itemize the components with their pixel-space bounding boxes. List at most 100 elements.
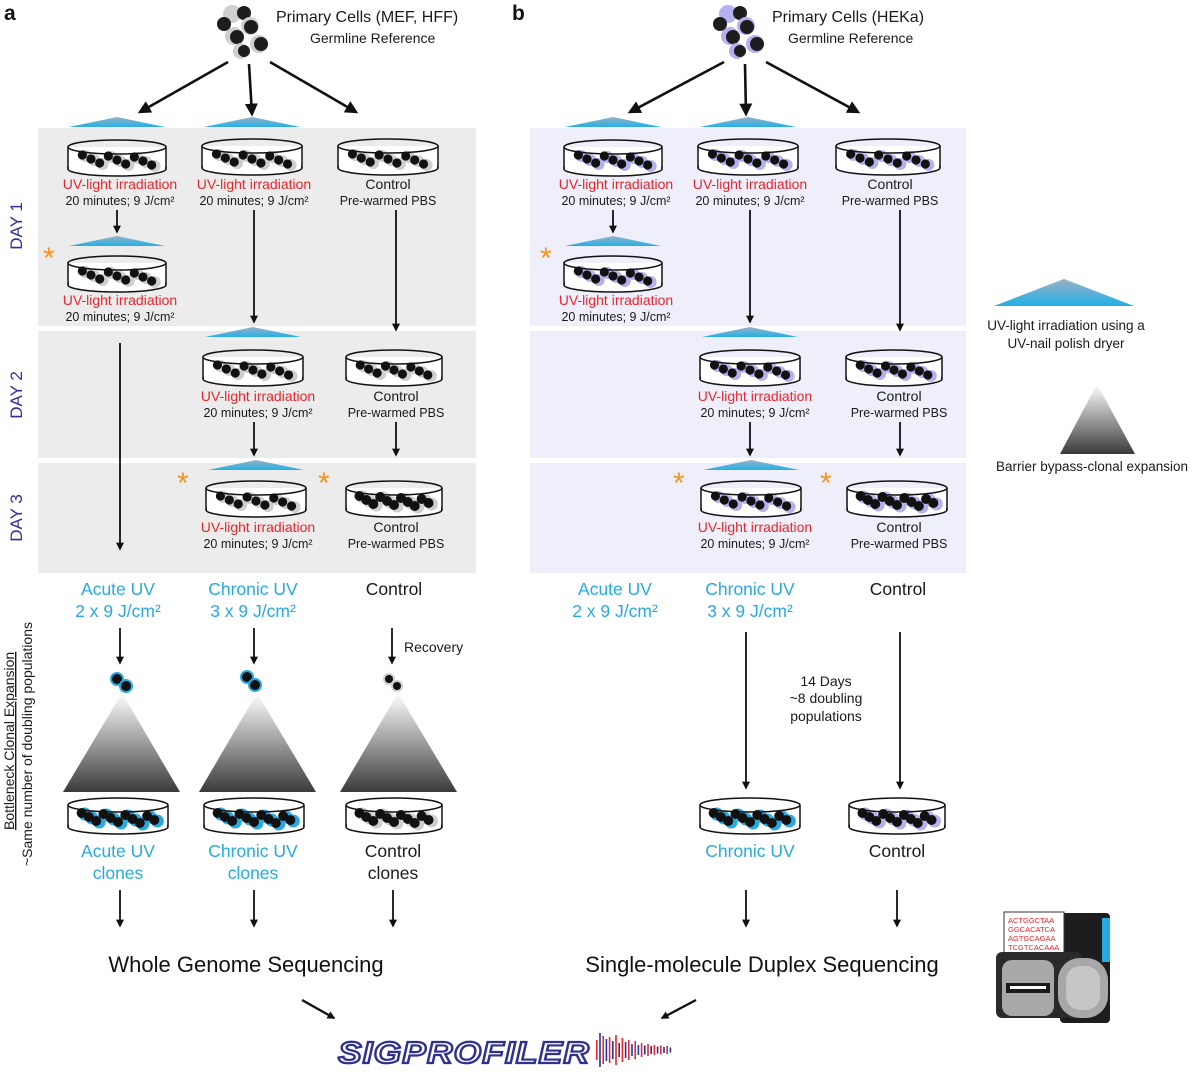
panel-b-day1-star: * (540, 242, 552, 275)
panel-b-letter: b (512, 2, 525, 25)
panel-b-header-subtitle: Germline Reference (788, 30, 913, 46)
sigprofiler-logo-bar (650, 1046, 652, 1054)
panel-a-flow-arrows (113, 210, 400, 551)
panel-a-chronic-d2-lamp (205, 327, 301, 337)
sigprofiler-logo-bar (666, 1046, 668, 1054)
panel-a-chronic-d1-dose: 20 minutes; 9 J/cm² (199, 194, 308, 208)
panel-a-chronic-d2-dish (202, 349, 304, 387)
control-expansion-pyramid (340, 693, 457, 792)
panel-a-day1-star: * (43, 242, 55, 275)
uv-lamps (69, 117, 799, 470)
sigprofiler-logo-bar (608, 1037, 611, 1063)
panel-b-chronic-d3-uv-label: UV-light irradiation (698, 519, 812, 535)
panel-b-chronic-d2-dish (699, 349, 801, 387)
panel-a-chronic-d2-uv-label: UV-light irradiation (201, 388, 315, 404)
panel-a-day3-labels: UV-light irradiation 20 minutes; 9 J/cm²… (201, 519, 444, 551)
panel-a-day3-box (38, 463, 476, 573)
panel-a-acute-d1-lamp (69, 117, 165, 127)
panel-b-chronic-d2-uv-label: UV-light irradiation (698, 388, 812, 404)
panel-b-group-labels: Acute UV 2 x 9 J/cm² Chronic UV 3 x 9 J/… (572, 579, 926, 621)
panel-a-clone-labels: Acute UV clones Chronic UV clones Contro… (81, 841, 421, 883)
chronic-clones-label-2: clones (228, 863, 279, 883)
control-clones-label-1: Control (365, 841, 421, 861)
sigprofiler-logo-bar (621, 1038, 624, 1062)
sequencer-screen-line: TCGTCACAAA (1008, 943, 1059, 952)
panel-a-chronic-d3-uv-label: UV-light irradiation (201, 519, 315, 535)
acute-expansion-pyramid (63, 693, 180, 792)
whole-genome-sequencing-label: Whole Genome Sequencing (108, 952, 383, 977)
legend-uv-line1: UV-light irradiation using a (987, 318, 1145, 333)
panel-a-chronic-d2-dose: 20 minutes; 9 J/cm² (203, 406, 312, 420)
panel-a-chronic-d3-dish (205, 480, 307, 518)
panel-a-header-subtitle: Germline Reference (310, 30, 435, 46)
panel-a-day3-label: DAY 3 (7, 494, 26, 542)
sigprofiler-logo-bar (669, 1047, 672, 1053)
panel-b-expansion-note: 14 Days ~8 doubling populations (790, 673, 863, 724)
panel-b-day3-star-chronic: * (673, 467, 685, 500)
sigprofiler-logo-bar (637, 1045, 640, 1055)
bottleneck-label: Bottleneck Clonal Expansion (1, 652, 17, 830)
panel-b-control-d2-dish (845, 349, 943, 387)
panel-b-control-outcome: Control (869, 841, 925, 861)
panel-b-control-outcome-dish (848, 797, 946, 835)
panel-a-chronic-d1-dish (201, 138, 303, 176)
panel-a-chronic-uv-label: Chronic UV (208, 579, 298, 599)
panel-b-primary-cells-icon (713, 5, 764, 59)
sigprofiler-logo-bar (653, 1045, 656, 1055)
panel-b-chronic-outcome: Chronic UV (705, 841, 795, 861)
panel-a-header-title: Primary Cells (MEF, HFF) (276, 9, 458, 26)
panel-a-day1-label: DAY 1 (7, 202, 26, 250)
acute-clones-label-2: clones (93, 863, 144, 883)
panel-a-chronic-d3-dose: 20 minutes; 9 J/cm² (203, 537, 312, 551)
panel-b-control-d1-pbs: Pre-warmed PBS (842, 194, 939, 208)
panel-b-acute-d1-dish (563, 139, 663, 177)
sigprofiler-logo-bar (599, 1033, 601, 1067)
sigprofiler-logo-bar (631, 1044, 633, 1056)
expansion-days: 14 Days (800, 673, 851, 689)
panel-b-control-label: Control (870, 579, 926, 599)
duplex-sequencing-label: Single-molecule Duplex Sequencing (585, 952, 938, 977)
expansion-doubling: ~8 doubling (790, 690, 863, 706)
panel-a-acute-d1b-dose: 20 minutes; 9 J/cm² (65, 310, 174, 324)
sigprofiler-logo-bars (596, 1033, 672, 1067)
panel-b-chronic-d3-dish (700, 480, 802, 518)
panel-b-acute-uv-dose: 2 x 9 J/cm² (572, 601, 658, 621)
panel-b-day2-box (530, 331, 966, 458)
panel-b-chronic-d3-lamp (703, 460, 799, 470)
panel-a-control-d2-dish (345, 349, 443, 387)
panel-a-control-d3-dish (345, 480, 443, 518)
sigprofiler-logo-bar (634, 1041, 636, 1059)
panel-a-single-cells (110, 670, 403, 693)
sigprofiler-logo-bar (602, 1036, 604, 1064)
panel-b-control-d2-pbs: Pre-warmed PBS (851, 406, 948, 420)
panel-a-acute-clone-dish (67, 797, 169, 835)
chronic-clones-label-1: Chronic UV (208, 841, 298, 861)
panel-b-acute-d1-lamp (565, 117, 661, 127)
panel-a-control-d1-label: Control (365, 176, 410, 192)
panel-b-acute-d1b-dish (563, 255, 663, 293)
sigprofiler-logo-bar (656, 1046, 659, 1054)
sigprofiler-logo-bar (612, 1041, 614, 1059)
panel-a-day2-labels: UV-light irradiation 20 minutes; 9 J/cm²… (201, 388, 444, 420)
expansion-populations: populations (790, 708, 862, 724)
panel-a-chronic-clone-dish (203, 797, 305, 835)
panel-a-acute-d1-dish (67, 139, 167, 177)
panel-a-acute-uv-label: Acute UV (81, 579, 155, 599)
sigprofiler-logo-bar (596, 1040, 598, 1060)
panel-b-acute-uv-label: Acute UV (578, 579, 652, 599)
panel-a-expansion-arrows (116, 628, 396, 665)
panel-b-chronic-d1-dose: 20 minutes; 9 J/cm² (695, 194, 804, 208)
panel-b-chronic-uv-label: Chronic UV (705, 579, 795, 599)
sigprofiler-logo-bar (640, 1043, 643, 1057)
panel-a-to-sequencing-arrows (116, 890, 397, 928)
sigprofiler-logo-text: SIGPROFILER (338, 1035, 590, 1070)
panel-a-acute-d1b-dish (67, 255, 167, 293)
sigprofiler-logo-bar (628, 1040, 630, 1060)
panel-a-acute-d1b-uv-label: UV-light irradiation (63, 292, 177, 308)
sigprofiler-logo: SIGPROFILER (337, 1033, 672, 1071)
sigprofiler-arrows (301, 998, 697, 1020)
panel-b-control-d3-dish (846, 480, 948, 518)
panel-b-outcome-labels: Chronic UV Control (705, 841, 925, 861)
panel-b-day3-labels: UV-light irradiation 20 minutes; 9 J/cm²… (698, 519, 947, 551)
